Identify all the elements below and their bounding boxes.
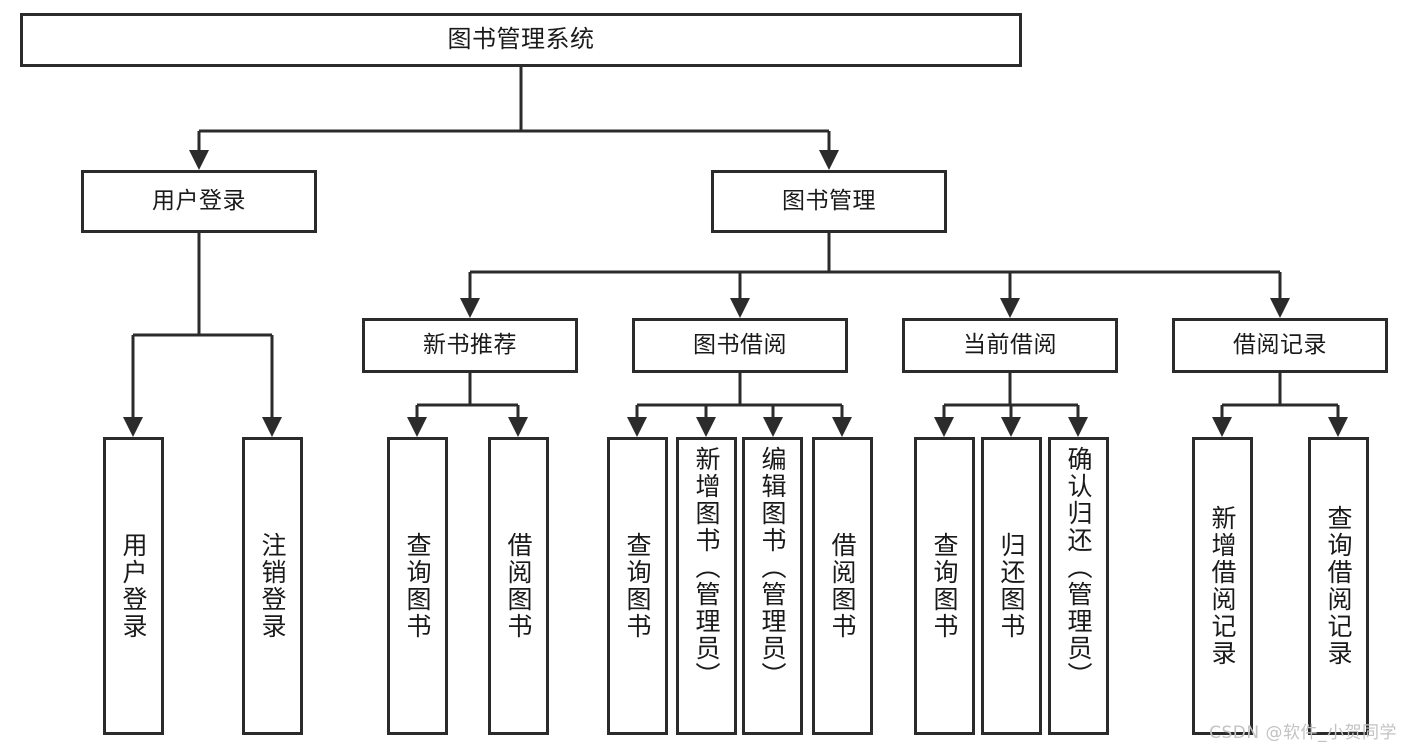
leaf-borrow-book[interactable]: 借阅图书 — [812, 437, 873, 735]
leaf-edit-book-admin[interactable]: 编辑图书（管理员） — [742, 437, 803, 735]
node-user-login[interactable]: 用户登录 — [81, 170, 317, 233]
leaf-query-book-borrow[interactable]: 查询图书 — [607, 437, 668, 735]
node-new-book-recommend[interactable]: 新书推荐 — [362, 318, 578, 373]
node-label: 借阅图书 — [828, 532, 857, 640]
leaf-borrow-book-recommend[interactable]: 借阅图书 — [488, 437, 549, 735]
node-label: 用户登录 — [152, 188, 246, 215]
node-label: 新书推荐 — [423, 332, 517, 359]
leaf-add-book-admin[interactable]: 新增图书（管理员） — [676, 437, 737, 735]
node-root-book-management-system[interactable]: 图书管理系统 — [20, 13, 1022, 67]
node-label: 图书借阅 — [693, 332, 787, 359]
node-label: 查询借阅记录 — [1324, 505, 1353, 667]
node-current-borrow[interactable]: 当前借阅 — [902, 318, 1118, 373]
leaf-return-book[interactable]: 归还图书 — [981, 437, 1042, 735]
node-label: 图书管理 — [782, 188, 876, 215]
node-label: 新增图书（管理员） — [692, 446, 721, 689]
node-label: 新增借阅记录 — [1208, 505, 1237, 667]
node-book-borrow[interactable]: 图书借阅 — [632, 318, 848, 373]
node-borrow-record[interactable]: 借阅记录 — [1172, 318, 1388, 373]
leaf-add-borrow-record[interactable]: 新增借阅记录 — [1192, 437, 1253, 735]
leaf-confirm-return-admin[interactable]: 确认归还（管理员） — [1048, 437, 1109, 735]
leaf-query-book-recommend[interactable]: 查询图书 — [387, 437, 448, 735]
leaf-user-login[interactable]: 用户登录 — [103, 437, 164, 735]
node-label: 查询图书 — [403, 532, 432, 640]
node-label: 用户登录 — [119, 532, 148, 640]
node-label: 编辑图书（管理员） — [758, 446, 787, 689]
node-label: 注销登录 — [258, 532, 287, 640]
leaf-query-borrow-record[interactable]: 查询借阅记录 — [1308, 437, 1369, 735]
node-label: 确认归还（管理员） — [1064, 446, 1093, 689]
node-label: 借阅图书 — [504, 532, 533, 640]
node-label: 图书管理系统 — [447, 25, 595, 54]
node-label: 当前借阅 — [963, 332, 1057, 359]
leaf-logout[interactable]: 注销登录 — [242, 437, 303, 735]
node-label: 归还图书 — [997, 532, 1026, 640]
node-book-management[interactable]: 图书管理 — [711, 170, 947, 233]
node-label: 查询图书 — [623, 532, 652, 640]
node-label: 查询图书 — [930, 532, 959, 640]
leaf-query-book-current[interactable]: 查询图书 — [914, 437, 975, 735]
node-label: 借阅记录 — [1233, 332, 1327, 359]
